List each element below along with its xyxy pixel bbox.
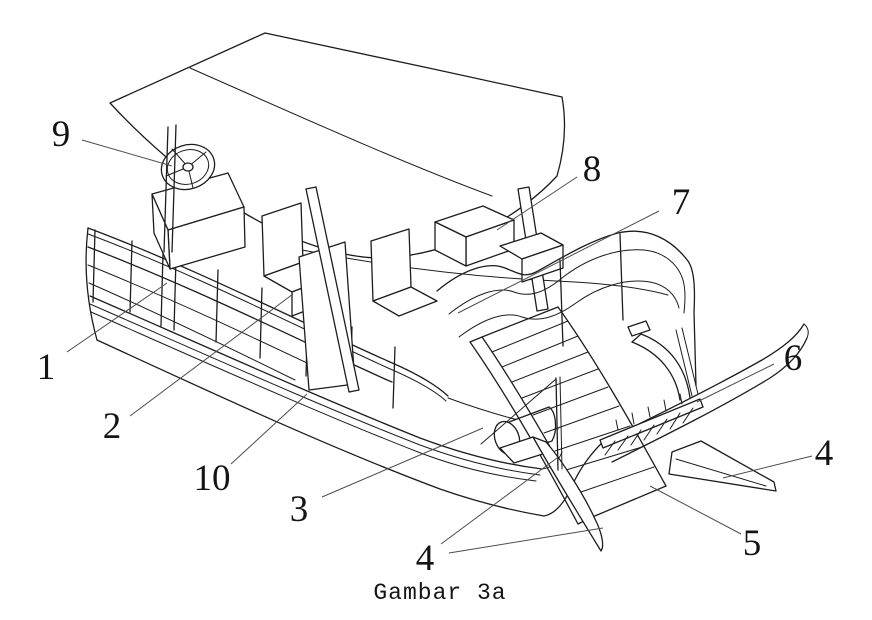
bow-pole [480,376,563,471]
part-labels: 9 1 2 10 3 4 5 4 6 7 8 [37,114,834,579]
hull [85,227,809,517]
boat-drawing [85,32,809,552]
leader-line-4 [440,457,558,545]
helm-console [151,172,246,270]
part-label-1: 1 [37,347,56,388]
wing-right [668,440,777,492]
part-label-2: 2 [103,406,122,447]
part-label-7: 7 [672,182,691,223]
part-label-10: 10 [194,458,231,499]
foredeck-railing [436,230,697,387]
leader-line-6 [696,363,775,403]
leader-line-9 [81,139,173,167]
part-label-9: 9 [52,114,71,155]
part-label-8: 8 [583,149,602,190]
leader-line-3 [321,427,484,498]
leader-line-10 [230,393,308,465]
rake-mechanism [599,320,704,456]
part-label-4: 4 [815,433,834,474]
leader-line-8 [496,176,578,231]
leader-line-7 [457,210,660,314]
leader-lines [66,139,813,554]
part-label-6: 6 [784,338,803,379]
leader-line-2 [129,293,294,417]
leader-line-5 [649,485,742,535]
leader-line-4 [448,527,604,554]
part-label-4: 4 [416,538,435,579]
part-label-3: 3 [290,489,309,530]
figure-caption: Gambar 3a [373,580,506,606]
leader-line-4 [722,455,813,479]
deck-boxes [434,205,564,283]
part-label-5: 5 [743,523,762,564]
bow-blade [499,436,604,552]
leader-line-1 [66,282,168,353]
